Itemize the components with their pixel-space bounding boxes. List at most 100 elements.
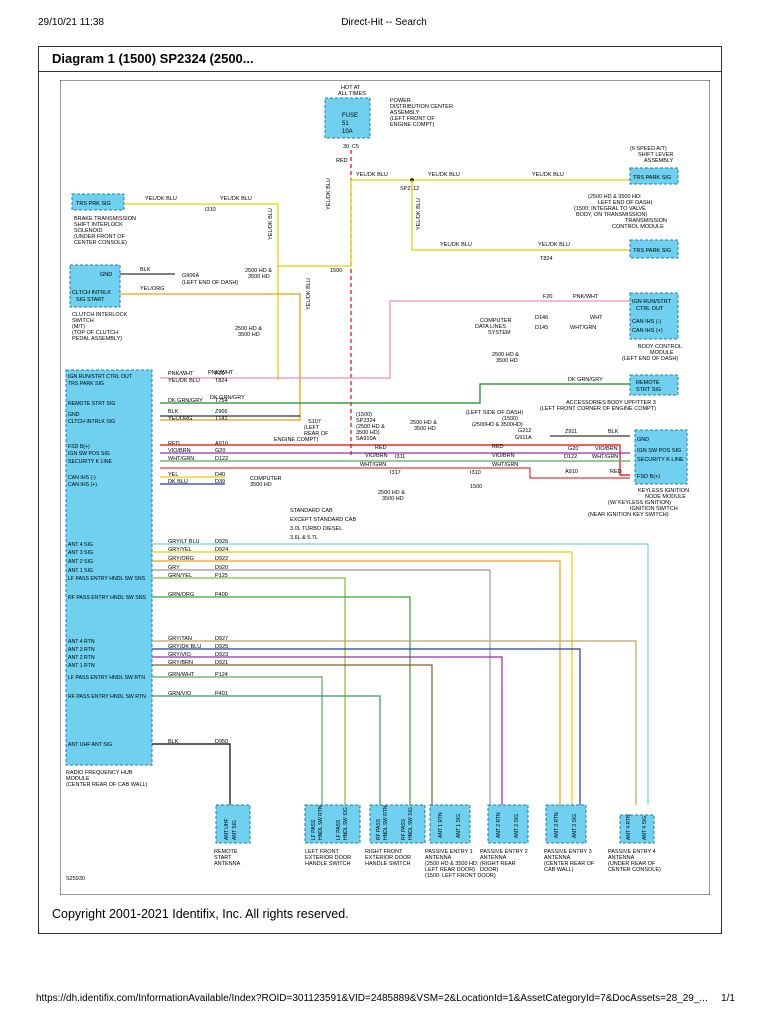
svg-text:WHT/GRN: WHT/GRN [360,462,386,468]
pdc-fuse-block: FUSE 51 10A [324,97,371,139]
svg-text:(LEFT END OF DASH): (LEFT END OF DASH) [622,356,678,362]
antenna-wire [152,695,381,805]
clutch-switch-label: CLUTCH INTERLOCK SWITCH (M/T) (TOP OF CL… [72,312,128,342]
svg-text:SOLENOID: SOLENOID [74,228,102,234]
passive-entry-1-caption: ANTENNA [425,855,452,861]
rfh-pin-label: SECURITY K LINE [68,459,113,465]
svg-text:RED: RED [610,469,622,475]
svg-text:YEL/DK BLU: YEL/DK BLU [428,172,460,178]
passive-entry-3-caption: CAB WALL) [544,867,574,873]
svg-text:STANDARD CAB: STANDARD CAB [290,508,333,514]
antenna-wire [152,569,491,805]
rfh-wire-color: GRN/WHT [168,672,195,678]
svg-text:A910: A910 [565,469,578,475]
passive-entry-2-caption: PASSIVE ENTRY 2 [480,849,528,855]
print-page-title: Direct-Hit -- Search [341,17,427,28]
svg-text:PEDAL ASSEMBLY): PEDAL ASSEMBLY) [72,336,122,342]
yel-dk-blu-wire-tcm [411,180,630,251]
svg-text:I310: I310 [205,207,216,213]
rfh-pin-label: CAN IHS (+) [68,482,97,488]
svg-text:3500 HD: 3500 HD [248,274,270,280]
rfh-pin-label: REMOTE STRT SIG [68,401,115,407]
rfh-pin-label: GND [68,412,80,418]
rfh-circuit-code: D926 [215,539,228,545]
keyless-node-label: KEYLESS IGNITION NODE MODULE (W/ KEYLESS… [588,488,689,518]
svg-text:YEL/ORG: YEL/ORG [140,286,164,292]
svg-text:Z911: Z911 [565,429,577,435]
svg-text:DISTRIBUTION CENTER: DISTRIBUTION CENTER [390,104,453,110]
diagram-title: Diagram 1 (1500) SP2324 (2500... [52,51,254,66]
svg-text:STRT SIG: STRT SIG [636,387,661,393]
red-fsd-wire [160,444,630,476]
svg-text:WHT/GRN: WHT/GRN [570,325,596,331]
rfh-circuit-code: D924 [215,547,228,553]
rfh-pin-label: ANT UHF ANT SIG [68,742,112,748]
svg-text:BLK: BLK [608,429,619,435]
svg-text:I310: I310 [470,470,481,476]
svg-text:LF PASS: LF PASS [311,819,317,840]
svg-text:HNDL SW SIG: HNDL SW SIG [408,807,414,840]
svg-text:1500: 1500 [330,268,342,274]
svg-text:YEL/DK BLU: YEL/DK BLU [440,242,472,248]
svg-text:YEL/DK BLU: YEL/DK BLU [538,242,570,248]
rfh-pin-label: IGN SW POS SIG [68,451,110,457]
rfh-wire-color: GRN/YEL [168,573,192,579]
rfh-pin-label: TRS PARK SIG [68,381,104,387]
passive-entry-4-caption: (UNDER REAR OF [608,861,656,867]
rfh-circuit-code: T824 [215,378,228,384]
svg-text:ANT 1 RTN: ANT 1 RTN [438,812,444,838]
svg-text:IGN RUN/STRT: IGN RUN/STRT [632,299,672,305]
remote-start-antenna-caption: REMOTE [214,849,238,855]
svg-text:YEL/DK BLU: YEL/DK BLU [326,178,332,210]
rfh-wire-color: GRY/LT BLU [168,539,200,545]
hot-at-label: HOT AT [341,85,361,91]
svg-text:BODY CONTROL: BODY CONTROL [638,344,682,350]
rfh-module-block [65,369,153,766]
svg-text:1500: 1500 [470,484,482,490]
left-front-handle-caption: HANDLE SWITCH [305,861,351,867]
right-front-handle-caption: EXTERIOR DOOR [365,855,411,861]
svg-text:TRS PRK SIG: TRS PRK SIG [76,201,111,207]
rfh-circuit-code: T141 [215,416,228,422]
svg-text:WHT: WHT [590,315,603,321]
svg-text:3.0L TURBO DIESEL: 3.0L TURBO DIESEL [290,526,342,532]
rfh-pin-label: RF PASS ENTRY HNDL SW RTN [68,694,146,700]
passive-entry-2-caption: ANTENNA [480,855,507,861]
rfh-wire-color: GRN/VIO [168,691,192,697]
rfh-circuit-code: A910 [215,441,228,447]
antenna-wire [152,676,323,805]
rfh-wire-color: BLK [168,739,179,745]
svg-text:3500 HD): 3500 HD) [356,430,380,436]
svg-text:2500 HD &: 2500 HD & [245,268,272,274]
rfh-pin-label: ANT 4 SIG [68,542,93,548]
svg-text:ANT UHF: ANT UHF [224,818,230,840]
rfh-circuit-code: D920 [215,565,228,571]
bcm-label: BODY CONTROL MODULE (LEFT END OF DASH) [622,344,682,362]
shift-lever-block: TRS PARK SIG [629,167,679,185]
svg-text:COMPUTER: COMPUTER [250,476,282,482]
rfh-circuit-code: T754 [215,398,228,404]
rfh-pin-label: RF PASS ENTRY HNDL SW SNS [68,595,146,601]
svg-text:MODULE: MODULE [650,350,674,356]
svg-text:ANT 1 SIG: ANT 1 SIG [456,814,462,838]
s107-label: (LEFT REAR OF ENGINE COMPT) [274,425,329,443]
passive-entry-4-block: ANT 4 RTN ANT 4 SIG [619,814,655,844]
svg-text:3500 HD: 3500 HD [250,482,272,488]
all-times-label: ALL TIMES [338,91,366,97]
rfh-wire-color: GRN/ORG [168,592,194,598]
svg-text:WHT/GRN: WHT/GRN [492,462,518,468]
rfh-circuit-code: D925 [215,644,228,650]
svg-text:(TOP OF CLUTCH: (TOP OF CLUTCH [72,330,118,336]
svg-text:SWITCH: SWITCH [72,318,94,324]
svg-text:DK GRN/GRY: DK GRN/GRY [568,377,603,383]
svg-text:YEL/DK BLU: YEL/DK BLU [220,196,252,202]
rfh-pin-label: ANT 1 RTN [68,663,95,669]
keyless-node-block: GND IGN SW POS SIG SECURITY K LINE FSD B… [634,429,688,485]
svg-text:PNK/WHT: PNK/WHT [573,294,599,300]
rfh-circuit-code: D39 [215,479,225,485]
svg-text:REMOTE: REMOTE [636,380,660,386]
fuse-number: 51 [342,121,349,127]
rfh-circuit-code: D921 [215,660,228,666]
svg-text:ANT SIG: ANT SIG [232,820,238,840]
rfh-circuit-code: D922 [215,556,228,562]
